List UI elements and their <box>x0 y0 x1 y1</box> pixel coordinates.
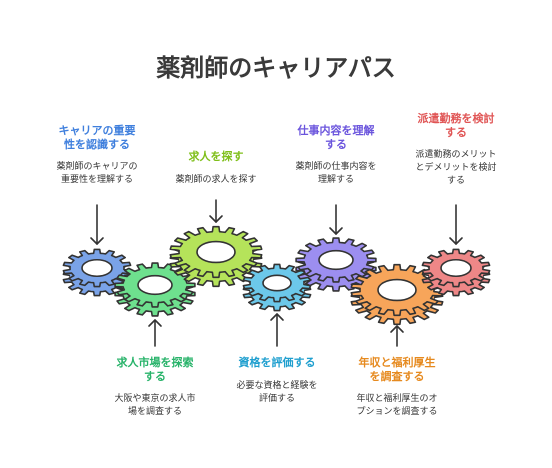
arrow-down-7 <box>449 204 463 245</box>
gear-purple-icon <box>295 237 377 292</box>
step-desc-explore-market: 大阪や東京の求人市 場を調査する <box>114 394 196 417</box>
gear-blue-icon <box>62 248 132 297</box>
gear-lime-icon <box>169 225 263 288</box>
arrow-up-2 <box>148 319 162 347</box>
gear-green-icon <box>114 262 196 317</box>
step-desc-consider-dispatch: 派遣勤務のメリット とデメリットを検討 する <box>415 150 497 186</box>
gear-cyan-icon <box>242 263 312 312</box>
arrow-down-1 <box>90 204 104 245</box>
arrow-up-4 <box>270 313 284 347</box>
step-label-understand-work: 仕事内容を理解 する <box>297 124 375 151</box>
step-label-evaluate-qualifications: 資格を評価する <box>238 356 316 369</box>
step-desc-search-jobs: 薬剤師の求人を探す <box>175 175 257 185</box>
step-desc-research-salary: 年収と福利厚生のオ プションを調査する <box>356 394 438 417</box>
arrow-down-5 <box>329 204 343 235</box>
gear-orange-icon <box>350 263 444 326</box>
page-title: 薬剤師のキャリアパス <box>156 54 396 82</box>
gear-red-icon <box>421 248 491 297</box>
step-label-search-jobs: 求人を探す <box>188 150 244 163</box>
arrow-up-6 <box>390 325 404 347</box>
step-label-research-salary: 年収と福利厚生 を調査する <box>358 356 436 383</box>
step-label-explore-market: 求人市場を探索 する <box>116 356 194 383</box>
step-desc-understand-work: 薬剤師の仕事内容を 理解する <box>295 162 377 185</box>
step-desc-evaluate-qualifications: 必要な資格と経験を 評価する <box>236 381 318 404</box>
arrow-down-3 <box>209 199 223 223</box>
step-label-consider-dispatch: 派遣勤務を検討 する <box>417 112 495 139</box>
step-label-recognize-career: キャリアの重要 性を認識する <box>58 124 136 151</box>
step-desc-recognize-career: 薬剤師のキャリアの 重要性を理解する <box>56 162 138 185</box>
